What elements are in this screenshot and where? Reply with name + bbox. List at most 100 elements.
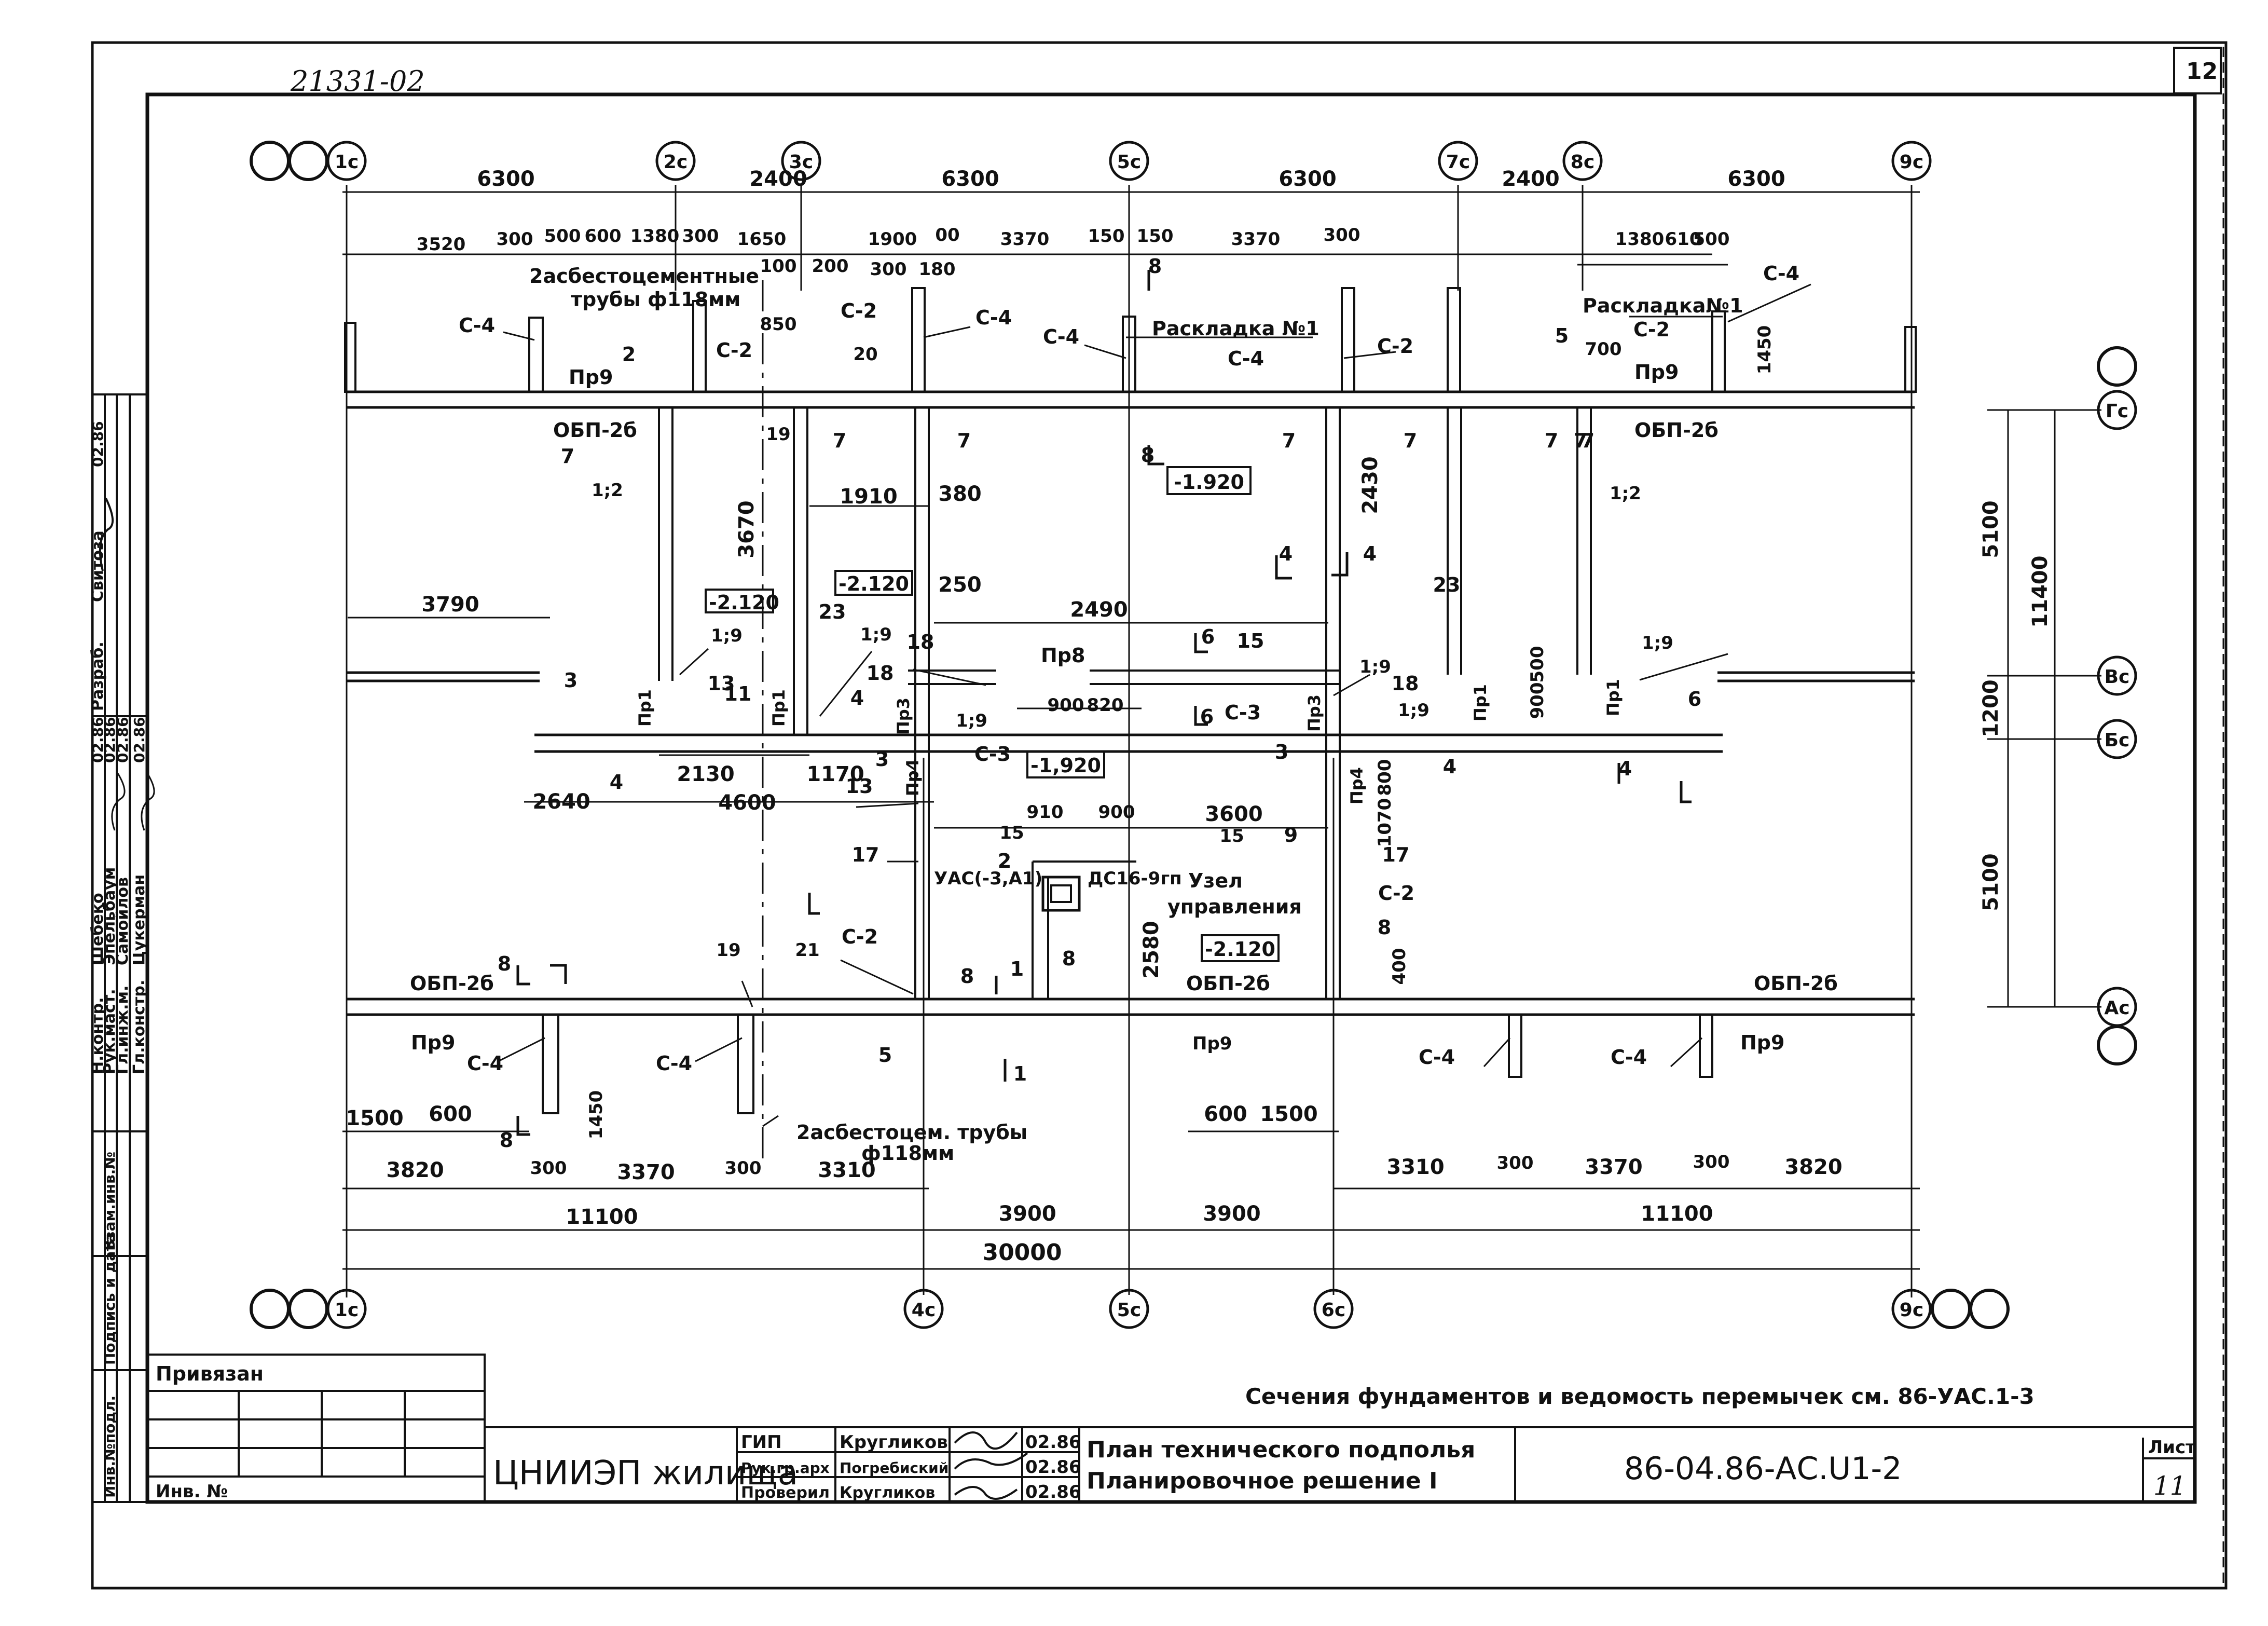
svg-text:С-3: С-3 — [974, 743, 1011, 766]
svg-text:13: 13 — [846, 775, 873, 798]
svg-text:Пр3: Пр3 — [1304, 694, 1324, 732]
svg-text:900: 900 — [1098, 802, 1135, 823]
svg-text:02.86: 02.86 — [131, 717, 148, 763]
dim-top-6: 6300 — [1727, 167, 1785, 191]
svg-text:400: 400 — [1389, 948, 1410, 985]
svg-text:С-2: С-2 — [842, 925, 878, 948]
svg-text:5100: 5100 — [1979, 500, 2003, 558]
svg-text:1;9: 1;9 — [711, 625, 743, 646]
svg-text:1200: 1200 — [1979, 679, 2003, 737]
axis-bubble-4c: 4c — [903, 1289, 944, 1329]
svg-text:Пр8: Пр8 — [1041, 644, 1085, 667]
svg-text:500: 500 — [544, 226, 581, 247]
pipes-top-label-2: трубы ф118мм — [571, 288, 740, 311]
svg-text:8: 8 — [1148, 255, 1162, 278]
axis-bubble-1c: 1c — [326, 141, 367, 181]
layout-label-left: Раскладка №1 — [1152, 317, 1319, 340]
svg-text:1;2: 1;2 — [1610, 483, 1641, 504]
svg-text:3370: 3370 — [1231, 229, 1281, 250]
svg-text:7: 7 — [1574, 429, 1587, 452]
svg-text:8: 8 — [960, 965, 974, 988]
svg-text:11400: 11400 — [2028, 555, 2052, 627]
level-marks: -1.920 -2.120 -2.120 -1,920 -2.120 — [705, 466, 1280, 962]
svg-text:7: 7 — [1282, 429, 1296, 452]
svg-text:7c: 7c — [1446, 152, 1470, 173]
svg-text:900: 900 — [1527, 682, 1548, 719]
svg-text:1: 1 — [1013, 1062, 1027, 1085]
svg-text:1: 1 — [1010, 958, 1024, 980]
svg-text:Шебеко: Шебеко — [89, 893, 107, 965]
svg-text:С-4: С-4 — [459, 314, 495, 337]
svg-text:-2.120: -2.120 — [1205, 938, 1275, 961]
svg-text:Пр3: Пр3 — [894, 698, 913, 735]
axis-bubble-9c-bottom: 9c — [1891, 1289, 1932, 1329]
svg-text:11100: 11100 — [566, 1205, 638, 1229]
doc-code: 86-04.86-АС.U1-2 — [1624, 1451, 1902, 1487]
svg-text:5100: 5100 — [1979, 853, 2003, 911]
svg-text:1900: 1900 — [868, 229, 917, 250]
svg-text:3670: 3670 — [735, 500, 759, 558]
svg-text:7: 7 — [957, 429, 971, 452]
svg-text:4600: 4600 — [718, 791, 776, 815]
control-node-label-2: управления — [1167, 895, 1302, 918]
svg-text:02.86: 02.86 — [1025, 1482, 1081, 1502]
svg-text:ОБП-2б: ОБП-2б — [1634, 419, 1719, 442]
svg-text:8: 8 — [498, 952, 511, 975]
svg-text:4: 4 — [610, 771, 623, 794]
svg-text:1910: 1910 — [840, 485, 897, 509]
svg-text:02.86: 02.86 — [101, 717, 118, 763]
svg-text:900: 900 — [1048, 695, 1084, 716]
svg-text:Пр9: Пр9 — [1634, 361, 1679, 384]
svg-text:2: 2 — [998, 850, 1011, 872]
svg-text:2130: 2130 — [677, 762, 734, 786]
svg-text:Пр4: Пр4 — [903, 759, 923, 796]
svg-text:600: 600 — [1204, 1102, 1247, 1126]
axis-bubbles-top: 1c 2c 3c 5c 7c 8c 9c — [326, 141, 1932, 181]
svg-text:С-4: С-4 — [1419, 1046, 1455, 1069]
dimensions-interior: 3790 2490 3600 2640 2130 4600 1170 900 8… — [421, 314, 1775, 1139]
svg-text:02.86: 02.86 — [114, 717, 131, 763]
svg-text:3370: 3370 — [617, 1160, 675, 1184]
svg-text:2580: 2580 — [1139, 921, 1163, 978]
svg-text:11: 11 — [724, 682, 752, 705]
svg-text:3310: 3310 — [818, 1158, 875, 1182]
layout-label-right: Раскладка№1 — [1583, 294, 1743, 317]
svg-text:4: 4 — [1443, 755, 1456, 778]
axis-bubble-Gc: Гс — [2097, 390, 2137, 430]
svg-text:Погребиский: Погребиский — [840, 1459, 949, 1477]
svg-text:150: 150 — [1088, 226, 1125, 247]
svg-text:ОБП-2б: ОБП-2б — [1754, 972, 1838, 995]
svg-text:1170: 1170 — [806, 762, 864, 786]
side-signature-block — [91, 393, 148, 1503]
svg-text:3: 3 — [875, 748, 889, 771]
svg-text:850: 850 — [760, 314, 797, 335]
sheet-corner-number: 12 — [2186, 58, 2218, 85]
svg-text:19: 19 — [716, 940, 740, 961]
sheet-number: 11 — [2153, 1471, 2187, 1501]
svg-text:1500: 1500 — [1260, 1102, 1317, 1126]
svg-text:1450: 1450 — [586, 1090, 607, 1140]
svg-text:-2.120: -2.120 — [709, 591, 779, 614]
walls — [344, 287, 1917, 1114]
svg-text:2: 2 — [622, 343, 636, 366]
svg-text:Пр1: Пр1 — [1603, 679, 1623, 716]
svg-text:ГИП: ГИП — [741, 1432, 782, 1453]
svg-text:С-4: С-4 — [1611, 1046, 1647, 1069]
reference-circles — [250, 141, 2137, 1329]
sheet-label: Лист — [2148, 1437, 2196, 1458]
svg-text:Подпись и дата: Подпись и дата — [101, 1233, 118, 1365]
svg-text:910: 910 — [1027, 802, 1064, 823]
svg-text:С-4: С-4 — [467, 1052, 503, 1075]
svg-text:17: 17 — [852, 843, 879, 866]
svg-text:1;9: 1;9 — [1359, 657, 1391, 677]
svg-text:00: 00 — [935, 225, 959, 245]
svg-text:300: 300 — [725, 1158, 762, 1179]
svg-text:С-2: С-2 — [841, 299, 877, 322]
svg-text:Гс: Гс — [2106, 401, 2128, 422]
axis-bubble-5c-top: 5c — [1109, 141, 1149, 181]
svg-text:2640: 2640 — [532, 790, 590, 814]
svg-text:С-4: С-4 — [1228, 347, 1264, 370]
dimensions-top: 6300 2400 6300 6300 2400 6300 — [477, 167, 1785, 191]
axis-bubble-6c: 6c — [1313, 1289, 1354, 1329]
svg-text:Взам.инв.№: Взам.инв.№ — [101, 1152, 118, 1251]
